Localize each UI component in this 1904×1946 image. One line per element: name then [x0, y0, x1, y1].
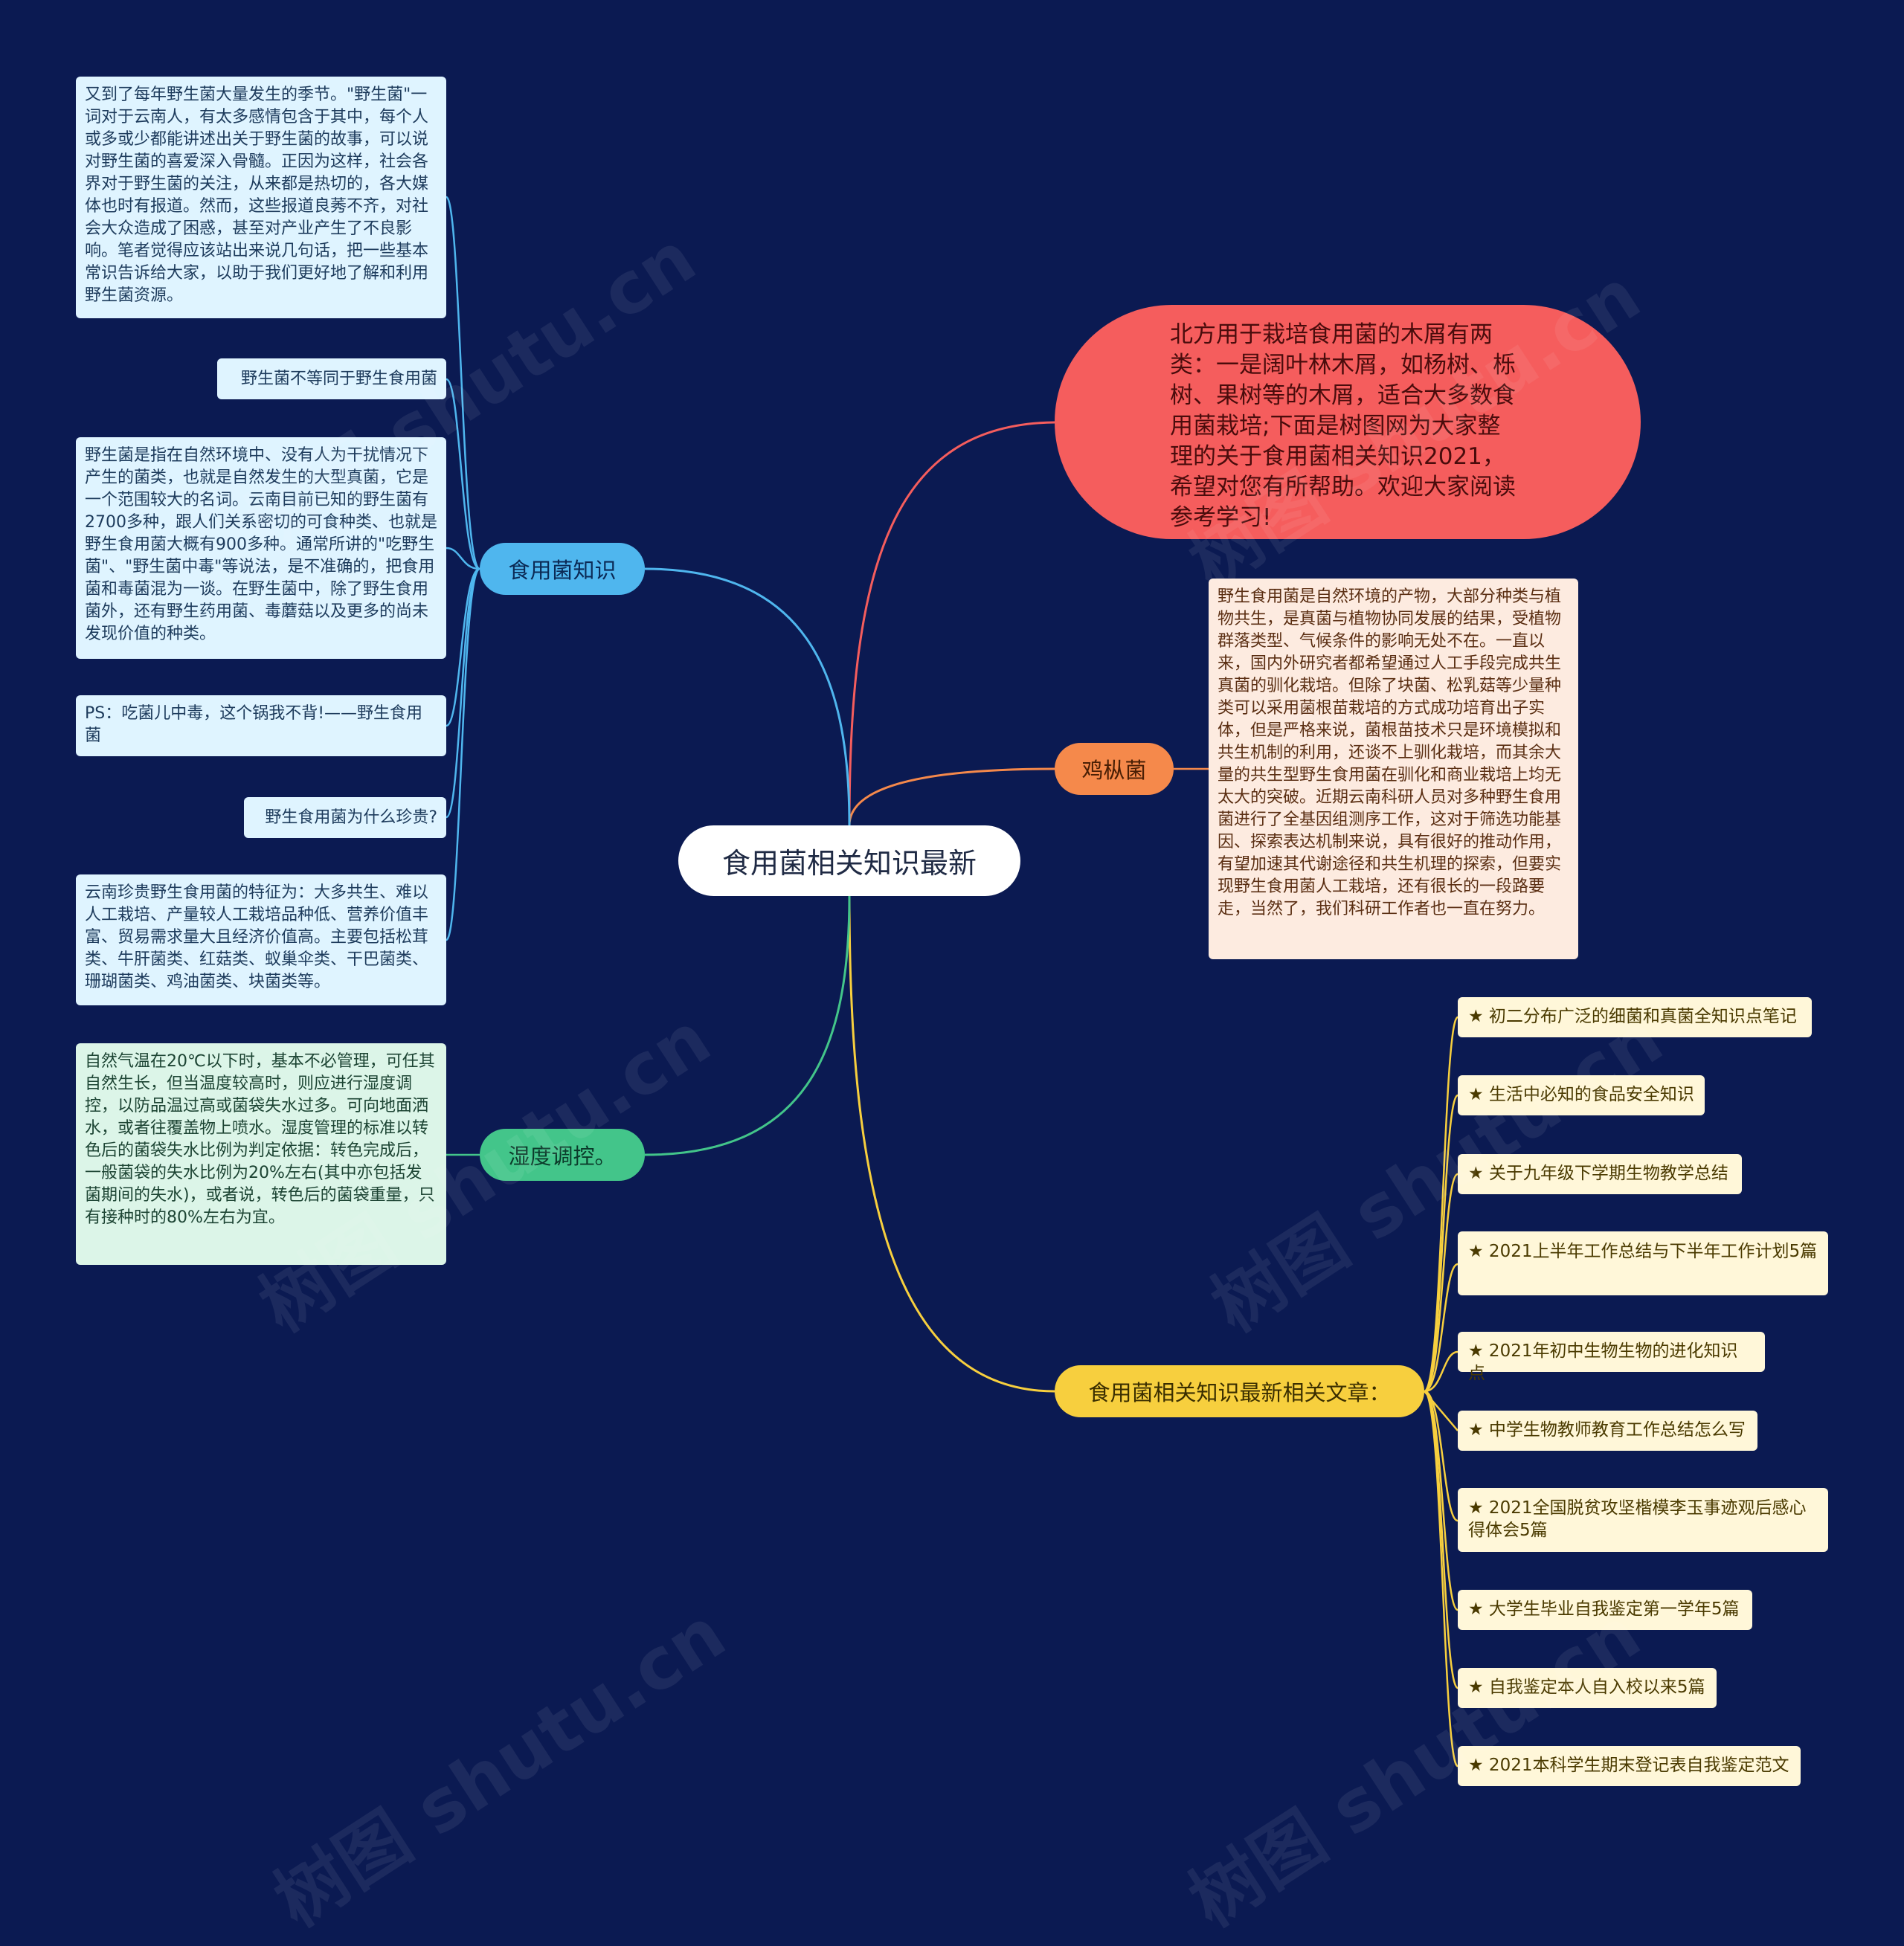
article-link-10[interactable]: ★ 2021本科学生期末登记表自我鉴定范文 — [1458, 1746, 1801, 1786]
knowledge-leaf-3[interactable]: 野生菌是指在自然环境中、没有人为干扰情况下产生的菌类，也就是自然发生的大型真菌，… — [76, 437, 446, 659]
article-link-4[interactable]: ★ 2021上半年工作总结与下半年工作计划5篇 — [1458, 1231, 1828, 1295]
link-root-articles — [848, 895, 1055, 1393]
article-link-1[interactable]: ★ 初二分布广泛的细菌和真菌全知识点笔记 — [1458, 997, 1812, 1037]
knowledge-leaf-5[interactable]: 野生食用菌为什么珍贵? — [244, 797, 446, 838]
mindmap-canvas: 食用菌相关知识最新 北方用于栽培食用菌的木屑有两类：一是阔叶林木屑，如杨树、栎树… — [76, 77, 1828, 1943]
knowledge-leaf-1[interactable]: 又到了每年野生菌大量发生的季节。"野生菌"一词对于云南人，有太多感情包含于其中，… — [76, 77, 446, 318]
humidity-leaf-1[interactable]: 自然气温在20℃以下时，基本不必管理，可任其自然生长，但当温度较高时，则应进行湿… — [76, 1043, 446, 1265]
root-node[interactable]: 食用菌相关知识最新 — [678, 825, 1020, 896]
article-link-2[interactable]: ★ 生活中必知的食品安全知识 — [1458, 1075, 1705, 1115]
link-root-jizong — [848, 767, 1055, 826]
knowledge-leaf-2[interactable]: 野生菌不等同于野生食用菌 — [217, 358, 446, 399]
knowledge-leaf-4[interactable]: PS：吃菌儿中毒，这个锅我不背!——野生食用菌 — [76, 695, 446, 756]
link-root-knowledge — [644, 567, 851, 826]
branch-articles[interactable]: 食用菌相关知识最新相关文章： — [1055, 1365, 1424, 1417]
branch-humidity[interactable]: 湿度调控。 — [480, 1129, 645, 1181]
article-link-8[interactable]: ★ 大学生毕业自我鉴定第一学年5篇 — [1458, 1590, 1752, 1630]
article-link-6[interactable]: ★ 中学生物教师教育工作总结怎么写 — [1458, 1411, 1757, 1451]
article-link-5[interactable]: ★ 2021年初中生物生物的进化知识点 — [1458, 1332, 1765, 1383]
branch-knowledge[interactable]: 食用菌知识 — [480, 543, 645, 595]
knowledge-leaf-6[interactable]: 云南珍贵野生食用菌的特征为：大多共生、难以人工栽培、产量较人工栽培品种低、营养价… — [76, 874, 446, 1005]
article-link-3[interactable]: ★ 关于九年级下学期生物教学总结 — [1458, 1154, 1742, 1194]
article-link-9[interactable]: ★ 自我鉴定本人自入校以来5篇 — [1458, 1668, 1717, 1708]
link-root-intro — [848, 421, 1055, 826]
branch-jizong[interactable]: 鸡枞菌 — [1055, 743, 1174, 795]
intro-node[interactable]: 北方用于栽培食用菌的木屑有两类：一是阔叶林木屑，如杨树、栎树、果树等的木屑，适合… — [1055, 305, 1641, 539]
link-root-humidity — [644, 895, 851, 1156]
jizong-leaf-1[interactable]: 野生食用菌是自然环境的产物，大部分种类与植物共生，是真菌与植物协同发展的结果，受… — [1209, 579, 1578, 959]
connector-lines — [445, 196, 1459, 1768]
article-link-7[interactable]: ★ 2021全国脱贫攻坚楷模李玉事迹观后感心得体会5篇 — [1458, 1488, 1828, 1552]
